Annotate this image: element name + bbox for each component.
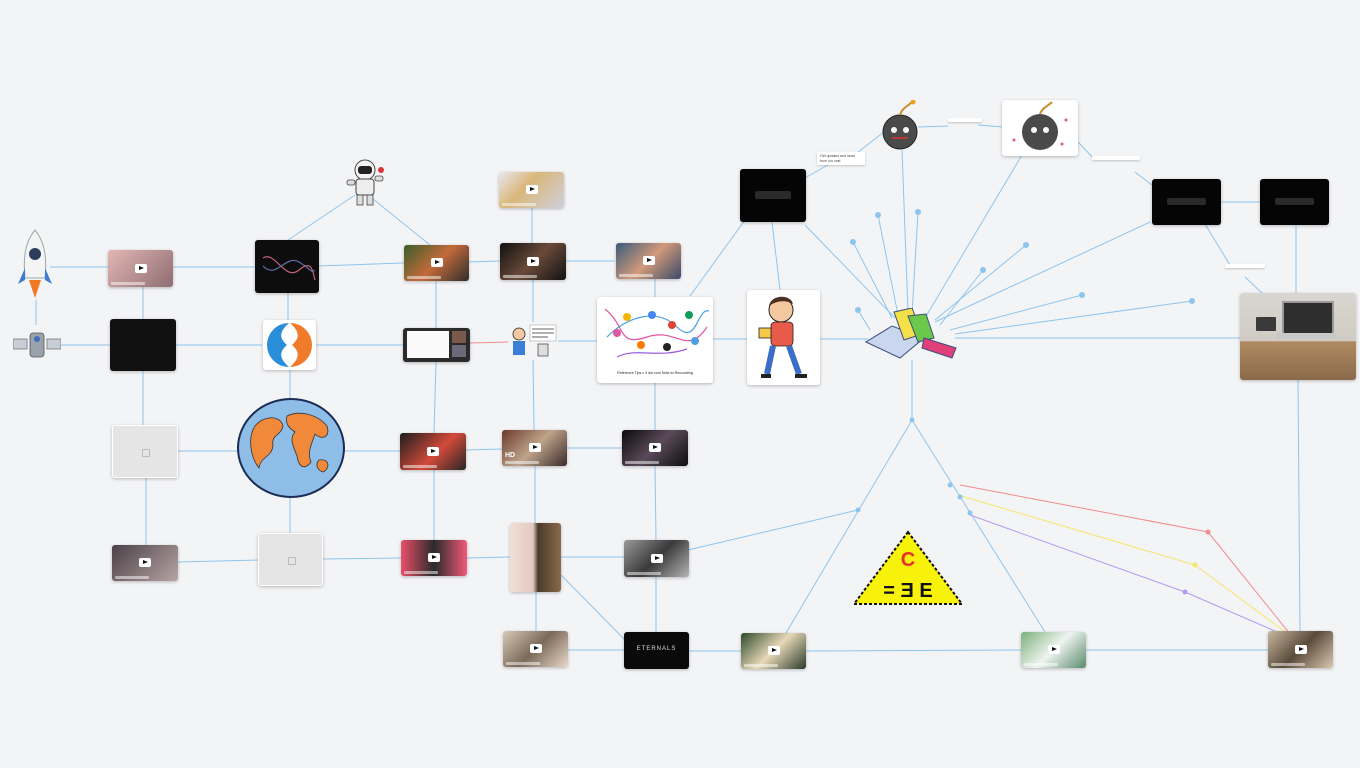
- dark-board-card[interactable]: [1260, 179, 1329, 225]
- hd-badge: HD: [505, 452, 516, 459]
- dark-board-card[interactable]: [740, 169, 806, 222]
- blank-card[interactable]: [258, 533, 323, 586]
- video-thumbnail[interactable]: [401, 540, 467, 576]
- satellite-icon[interactable]: [13, 327, 61, 365]
- video-thumbnail[interactable]: [503, 631, 568, 667]
- video-thumbnail[interactable]: [404, 245, 469, 281]
- info-note[interactable]: Get updates and news from our cast: [817, 152, 865, 165]
- info-note[interactable]: [1225, 264, 1265, 268]
- video-thumbnail[interactable]: [741, 633, 806, 669]
- triangle-label-bottom: = Ǝ E: [883, 580, 932, 602]
- video-thumbnail[interactable]: [499, 172, 564, 208]
- laptop-photo-card[interactable]: [1240, 293, 1356, 380]
- info-note[interactable]: [948, 118, 982, 122]
- video-thumbnail[interactable]: HD: [502, 430, 567, 466]
- triangle-sign-icon[interactable]: C = Ǝ E: [852, 530, 964, 606]
- video-thumbnail[interactable]: [616, 243, 681, 279]
- video-thumbnail[interactable]: [622, 430, 688, 466]
- mind-map-caption: Reference Tips x 3 dot com Note-to Recco…: [617, 371, 693, 375]
- avatar-sign-icon[interactable]: [508, 322, 558, 360]
- video-thumbnail[interactable]: [624, 540, 689, 577]
- books-laptop-icon[interactable]: [864, 308, 959, 363]
- cartoon-card[interactable]: [747, 290, 820, 385]
- astronaut-icon[interactable]: [343, 158, 385, 206]
- video-thumbnail[interactable]: [108, 250, 173, 287]
- video-thumbnail[interactable]: [1021, 632, 1086, 668]
- dna-image-card[interactable]: [255, 240, 319, 293]
- bomb-icon[interactable]: [880, 100, 920, 152]
- eternals-card[interactable]: ETERNALS: [624, 632, 689, 669]
- rocket-icon[interactable]: [15, 228, 55, 302]
- triangle-label-top: C: [901, 549, 915, 571]
- info-note[interactable]: [1092, 156, 1140, 160]
- screen-share-card[interactable]: [403, 328, 470, 362]
- mind-map-icon: [604, 308, 710, 358]
- boy-reading-icon: [758, 296, 807, 378]
- bomb-sticker-card[interactable]: [1002, 100, 1078, 156]
- bomb-icon: [1012, 101, 1068, 150]
- video-thumbnail[interactable]: [400, 433, 466, 470]
- globe-icon[interactable]: [237, 398, 345, 498]
- split-logo-icon: [267, 323, 312, 367]
- video-thumbnail[interactable]: [112, 545, 178, 581]
- video-thumbnail[interactable]: [1268, 631, 1333, 668]
- dark-board-card[interactable]: [1152, 179, 1221, 225]
- blank-card[interactable]: [112, 425, 178, 478]
- dna-icon: [262, 256, 316, 281]
- logo-card[interactable]: [263, 320, 316, 370]
- movie-title: ETERNALS: [636, 646, 677, 652]
- video-thumbnail[interactable]: [500, 243, 566, 280]
- photo-card[interactable]: [510, 523, 561, 592]
- dark-board-card[interactable]: [110, 319, 176, 371]
- mind-map-card[interactable]: Reference Tips x 3 dot com Note-to Recco…: [597, 297, 713, 383]
